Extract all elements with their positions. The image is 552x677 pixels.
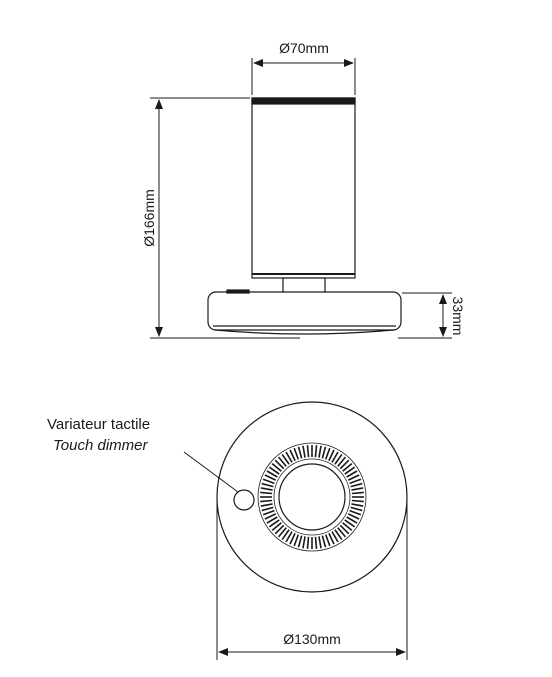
head-center-circle <box>278 463 346 531</box>
grille-slot <box>349 478 362 485</box>
lamp-base-foot <box>214 329 395 335</box>
grille-slot <box>344 519 356 528</box>
grille-slot <box>342 522 353 532</box>
grille-slot <box>334 453 343 465</box>
grille-outer-edge <box>257 442 367 552</box>
grille-slot <box>271 462 282 472</box>
grille-slot <box>271 522 282 532</box>
grille-slot <box>321 535 327 548</box>
grille-slot <box>264 513 277 520</box>
dimension-base-diameter-label: Ø130mm <box>283 631 341 647</box>
lamp-head-cylinder <box>251 97 356 279</box>
grille-slot <box>264 474 277 481</box>
grille-slot <box>314 536 318 549</box>
grille-slot <box>321 446 327 459</box>
touch-dimmer-leader <box>183 451 239 493</box>
dimension-base-diameter <box>216 497 408 660</box>
grille-slot <box>351 499 364 503</box>
grille-slot <box>337 527 347 538</box>
dimension-top-width <box>251 58 356 95</box>
grille-slot <box>261 506 274 512</box>
grille-slot <box>260 487 273 491</box>
grille-slot <box>289 532 296 545</box>
grille-slot <box>347 513 360 520</box>
grille-slot <box>285 531 293 543</box>
grille-slot <box>281 453 290 465</box>
grille-slot <box>351 487 364 491</box>
grille-slot <box>318 536 322 549</box>
grille-slot <box>302 536 306 549</box>
grille-slot <box>266 470 278 478</box>
dimension-height-label: Ø166mm <box>141 189 157 247</box>
dimension-base-height-label: 33mm <box>450 297 466 336</box>
grille-slot <box>331 451 339 463</box>
grille-slot <box>260 503 273 507</box>
grille-slot <box>289 449 296 462</box>
dimension-top-width-label: Ø70mm <box>279 40 329 56</box>
lamp-base <box>207 291 402 331</box>
grille-slot <box>349 509 362 516</box>
grille-slot <box>328 532 335 545</box>
lamp-stem <box>282 277 326 294</box>
grille-slot <box>339 524 350 535</box>
touch-dimmer-button <box>233 489 255 511</box>
top-view <box>216 401 408 593</box>
grille-slot <box>262 509 275 516</box>
grille-slot <box>324 534 331 547</box>
grille-slot <box>344 466 356 475</box>
grille-slot <box>346 470 358 478</box>
grille-slot <box>297 446 303 459</box>
grille-slot <box>274 524 285 535</box>
grille-slot <box>350 506 363 512</box>
grille-slot <box>346 516 358 524</box>
lamp-head-top-band <box>251 97 356 105</box>
grille-inner-edge <box>273 458 351 536</box>
grille-slot <box>302 445 306 458</box>
touch-dimmer-side <box>226 289 250 294</box>
grille-slot <box>337 456 347 467</box>
grille-slot <box>262 478 275 485</box>
callout-label-en: Touch dimmer <box>53 437 148 454</box>
grille-slot <box>306 536 310 549</box>
grille-slot <box>260 499 273 503</box>
grille-slot <box>324 447 331 460</box>
grille-slot <box>331 531 339 543</box>
grille-slot <box>277 527 287 538</box>
grille-slot <box>285 451 293 463</box>
grille-slot <box>293 447 300 460</box>
grille-slot <box>328 449 335 462</box>
grille-slot <box>277 456 287 467</box>
grille-slot <box>281 529 290 541</box>
grille-slot <box>318 445 322 458</box>
grille-slot <box>306 445 310 458</box>
callout-label-fr: Variateur tactile <box>47 416 150 433</box>
side-view <box>207 97 402 335</box>
grille-slot <box>297 535 303 548</box>
grille-slot <box>350 482 363 488</box>
grille-slot <box>261 482 274 488</box>
grille-slot <box>342 462 353 472</box>
grille-slot <box>351 491 364 495</box>
grille-slot <box>351 503 364 507</box>
grille-slot <box>334 529 343 541</box>
grille-slot <box>260 491 273 495</box>
grille-slot <box>293 534 300 547</box>
grille-slot <box>268 519 280 528</box>
dimension-height <box>150 97 300 339</box>
dimension-base-height <box>398 292 452 339</box>
grille-slot <box>274 459 285 470</box>
grille-slot <box>268 466 280 475</box>
grille-slot <box>339 459 350 470</box>
grille-slot <box>347 474 360 481</box>
head-grille-ring <box>260 445 364 549</box>
grille-slot <box>266 516 278 524</box>
grille-slot <box>314 445 318 458</box>
